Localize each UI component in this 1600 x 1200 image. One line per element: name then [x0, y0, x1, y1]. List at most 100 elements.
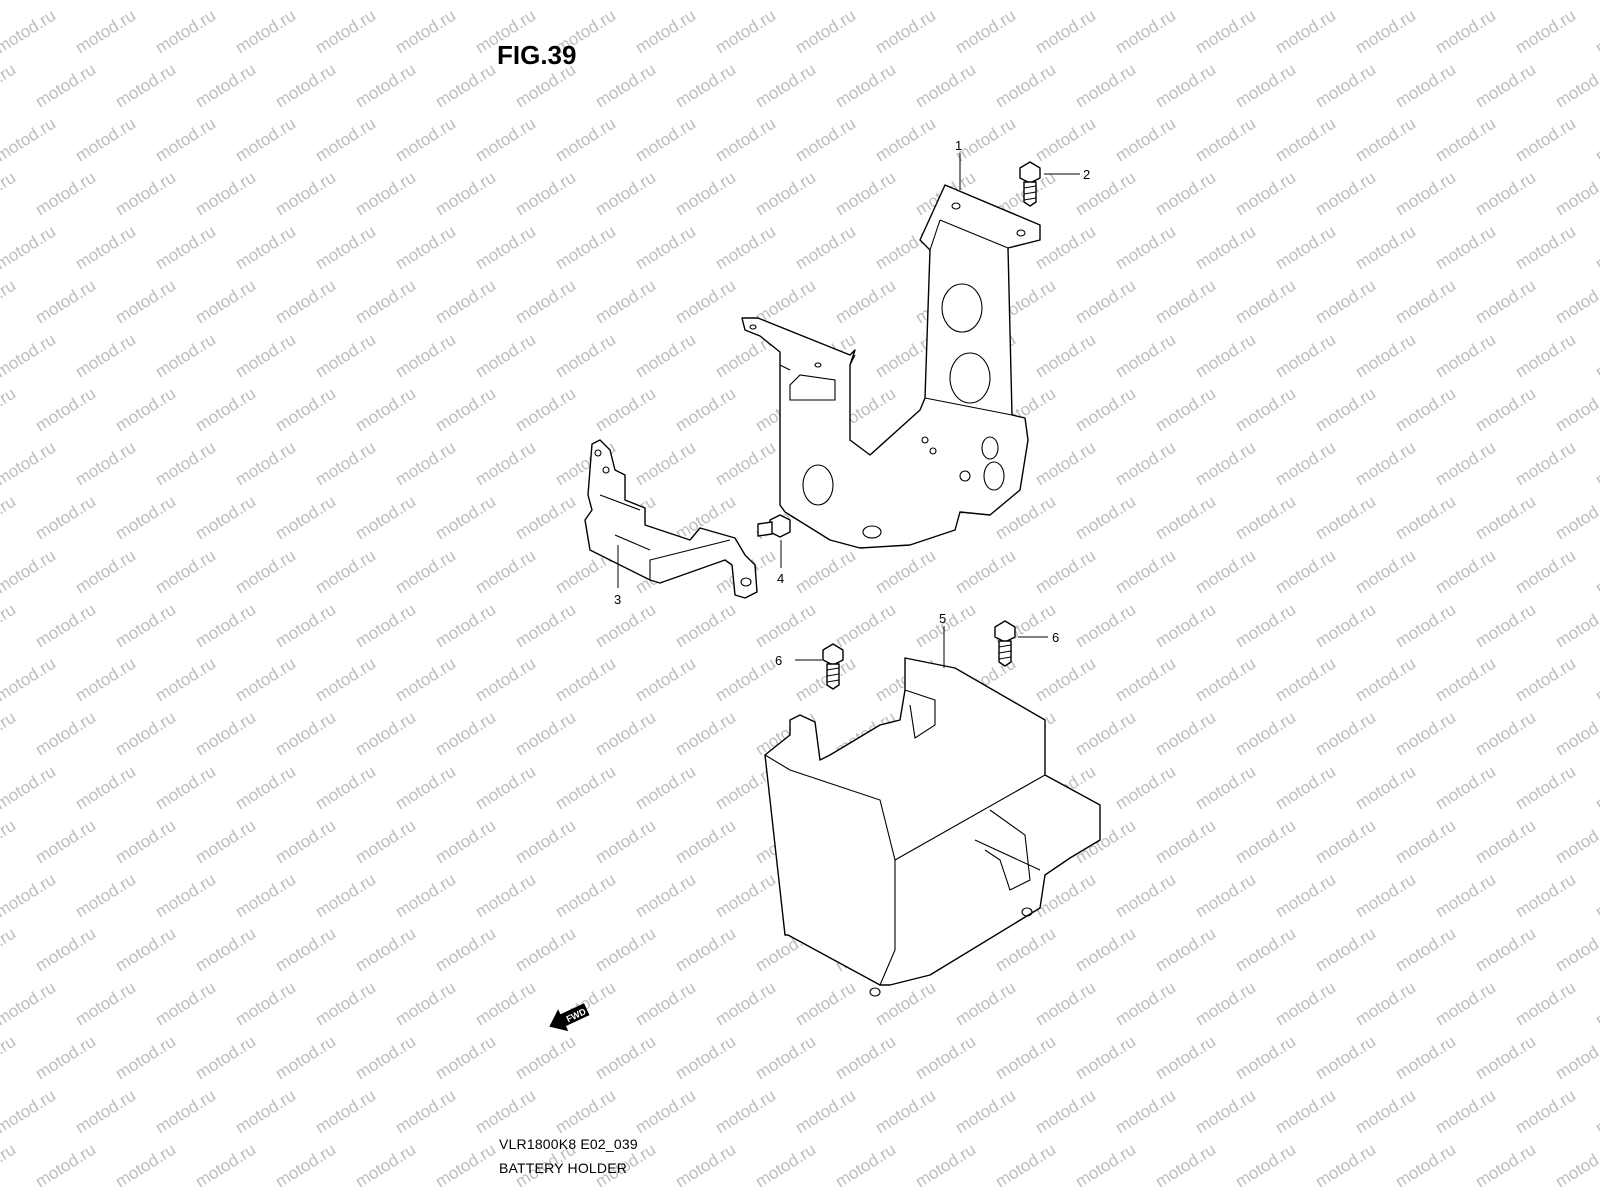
watermark-text: motod.ru — [0, 1086, 59, 1138]
watermark-text: motod.ru — [952, 546, 1019, 598]
watermark-text: motod.ru — [1152, 1140, 1219, 1192]
watermark-text: motod.ru — [272, 600, 339, 652]
watermark-text: motod.ru — [1552, 600, 1600, 652]
watermark-text: motod.ru — [152, 654, 219, 706]
watermark-text: motod.ru — [1592, 330, 1600, 382]
watermark-text: motod.ru — [32, 1032, 99, 1084]
watermark-text: motod.ru — [512, 924, 579, 976]
watermark-text: motod.ru — [432, 168, 499, 220]
watermark-text: motod.ru — [0, 600, 19, 652]
watermark-text: motod.ru — [352, 708, 419, 760]
watermark-text: motod.ru — [352, 1140, 419, 1192]
watermark-text: motod.ru — [432, 492, 499, 544]
watermark-text: motod.ru — [1272, 762, 1339, 814]
callout-6-right: 6 — [1052, 630, 1059, 645]
watermark-text: motod.ru — [1472, 600, 1539, 652]
watermark-text: motod.ru — [792, 6, 859, 58]
watermark-text: motod.ru — [1512, 870, 1579, 922]
watermark-text: motod.ru — [1072, 276, 1139, 328]
watermark-text: motod.ru — [1592, 222, 1600, 274]
callout-3: 3 — [614, 592, 621, 607]
watermark-text: motod.ru — [1072, 492, 1139, 544]
watermark-text: motod.ru — [432, 924, 499, 976]
watermark-text: motod.ru — [1312, 600, 1379, 652]
watermark-text: motod.ru — [1552, 924, 1600, 976]
watermark-text: motod.ru — [312, 114, 379, 166]
watermark-text: motod.ru — [992, 1032, 1059, 1084]
watermark-text: motod.ru — [192, 168, 259, 220]
watermark-text: motod.ru — [1392, 924, 1459, 976]
watermark-text: motod.ru — [1232, 0, 1299, 3]
watermark-text: motod.ru — [1432, 6, 1499, 58]
watermark-text: motod.ru — [152, 1086, 219, 1138]
watermark-text: motod.ru — [1032, 654, 1099, 706]
watermark-text: motod.ru — [1152, 1032, 1219, 1084]
watermark-text: motod.ru — [552, 762, 619, 814]
watermark-text: motod.ru — [712, 1086, 779, 1138]
watermark-text: motod.ru — [312, 546, 379, 598]
watermark-text: motod.ru — [632, 654, 699, 706]
watermark-text: motod.ru — [992, 60, 1059, 112]
watermark-text: motod.ru — [1352, 330, 1419, 382]
watermark-text: motod.ru — [1232, 924, 1299, 976]
watermark-text: motod.ru — [1352, 546, 1419, 598]
watermark-text: motod.ru — [632, 222, 699, 274]
bolt-part-4 — [757, 514, 791, 538]
watermark-text: motod.ru — [632, 438, 699, 490]
watermark-text: motod.ru — [912, 1032, 979, 1084]
watermark-text: motod.ru — [352, 384, 419, 436]
watermark-text: motod.ru — [432, 384, 499, 436]
watermark-text: motod.ru — [1232, 816, 1299, 868]
watermark-text: motod.ru — [32, 384, 99, 436]
watermark-text: motod.ru — [672, 708, 739, 760]
watermark-text: motod.ru — [0, 114, 59, 166]
watermark-text: motod.ru — [232, 114, 299, 166]
watermark-text: motod.ru — [1512, 1086, 1579, 1138]
watermark-text: motod.ru — [192, 1140, 259, 1192]
watermark-text: motod.ru — [392, 762, 459, 814]
watermark-text: motod.ru — [1552, 492, 1600, 544]
watermark-text: motod.ru — [1112, 978, 1179, 1030]
watermark-text: motod.ru — [1152, 924, 1219, 976]
watermark-text: motod.ru — [672, 168, 739, 220]
watermark-text: motod.ru — [312, 438, 379, 490]
watermark-text: motod.ru — [1472, 168, 1539, 220]
watermark-text: motod.ru — [712, 222, 779, 274]
watermark-text: motod.ru — [1432, 222, 1499, 274]
watermark-text: motod.ru — [712, 870, 779, 922]
watermark-text: motod.ru — [32, 492, 99, 544]
watermark-text: motod.ru — [1112, 438, 1179, 490]
bracket-part-3 — [584, 439, 758, 599]
watermark-text: motod.ru — [0, 1032, 19, 1084]
watermark-text: motod.ru — [1592, 1086, 1600, 1138]
watermark-text: motod.ru — [1392, 168, 1459, 220]
watermark-text: motod.ru — [672, 924, 739, 976]
watermark-text: motod.ru — [192, 1032, 259, 1084]
watermark-text: motod.ru — [192, 924, 259, 976]
watermark-text: motod.ru — [32, 924, 99, 976]
watermark-text: motod.ru — [832, 600, 899, 652]
watermark-text: motod.ru — [1352, 114, 1419, 166]
bolt-part-2 — [1019, 161, 1041, 207]
watermark-text: motod.ru — [312, 870, 379, 922]
watermark-text: motod.ru — [1232, 276, 1299, 328]
watermark-text: motod.ru — [1552, 60, 1600, 112]
watermark-text: motod.ru — [1232, 492, 1299, 544]
watermark-text: motod.ru — [152, 6, 219, 58]
watermark-text: motod.ru — [832, 276, 899, 328]
watermark-text: motod.ru — [1432, 654, 1499, 706]
watermark-text: motod.ru — [1152, 816, 1219, 868]
watermark-text: motod.ru — [112, 168, 179, 220]
watermark-text: motod.ru — [1552, 1140, 1600, 1192]
watermark-text: motod.ru — [992, 0, 1059, 3]
watermark-text: motod.ru — [232, 546, 299, 598]
watermark-text: motod.ru — [192, 60, 259, 112]
watermark-text: motod.ru — [1512, 6, 1579, 58]
watermark-text: motod.ru — [232, 438, 299, 490]
watermark-text: motod.ru — [792, 978, 859, 1030]
watermark-text: motod.ru — [1592, 870, 1600, 922]
watermark-text: motod.ru — [712, 114, 779, 166]
watermark-text: motod.ru — [1072, 600, 1139, 652]
watermark-text: motod.ru — [592, 924, 659, 976]
watermark-text: motod.ru — [792, 222, 859, 274]
